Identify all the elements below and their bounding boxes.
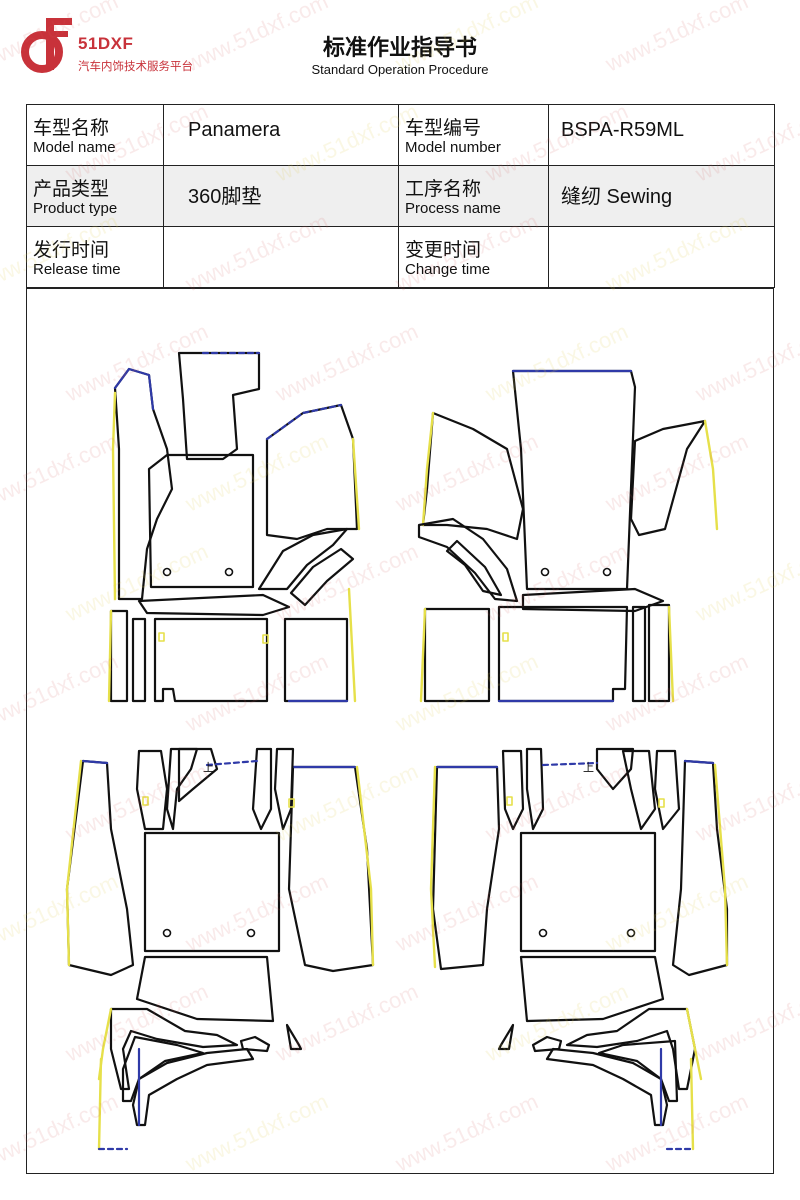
model-name-label-zh: 车型名称 xyxy=(33,117,110,139)
value-cell xyxy=(163,226,399,288)
model-name-value: Panamera xyxy=(188,119,281,141)
change-time-label-en: Change time xyxy=(405,261,491,278)
brand-name: 51DXF xyxy=(78,34,134,53)
value-cell: 缝纫 Sewing xyxy=(548,165,775,227)
page-subtitle: Standard Operation Procedure xyxy=(311,62,489,77)
logo-mark-icon xyxy=(21,18,72,73)
release-time-label-zh: 发行时间 xyxy=(33,239,110,261)
product-type-value: 360脚垫 xyxy=(188,186,262,208)
release-time-label-en: Release time xyxy=(33,261,121,278)
orientation-label: 上 xyxy=(203,761,214,774)
page-title: 标准作业指导书 xyxy=(322,36,477,61)
orientation-label: 上 xyxy=(583,761,594,774)
model-number-label-en: Model number xyxy=(405,139,501,156)
process-name-label-zh: 工序名称 xyxy=(405,178,482,200)
model-name-label-en: Model name xyxy=(33,139,116,156)
value-cell: Panamera xyxy=(163,104,399,166)
pattern-drawing-area: 上 xyxy=(26,288,774,1174)
model-number-value: BSPA-R59ML xyxy=(561,119,685,141)
brand-logo: 51DXF 汽车内饰技术服务平台 xyxy=(20,14,230,76)
front-left-mat-pattern xyxy=(107,351,361,703)
change-time-label-zh: 变更时间 xyxy=(405,239,482,261)
value-cell: 360脚垫 xyxy=(163,165,399,227)
product-type-label-en: Product type xyxy=(33,200,118,217)
process-name-label-en: Process name xyxy=(405,200,501,217)
value-cell: BSPA-R59ML xyxy=(548,104,775,166)
brand-tagline: 汽车内饰技术服务平台 xyxy=(78,59,193,73)
front-right-mat-pattern xyxy=(417,369,719,703)
release-time-value xyxy=(164,227,398,241)
product-type-label-zh: 产品类型 xyxy=(33,178,110,200)
rear-left-mat-pattern: 上 xyxy=(65,747,375,1151)
process-name-value: 缝纫 Sewing xyxy=(561,186,673,208)
model-number-label-zh: 车型编号 xyxy=(405,117,482,139)
change-time-value xyxy=(549,227,774,241)
value-cell xyxy=(548,226,775,288)
rear-right-mat-pattern: 上 xyxy=(429,747,729,1151)
floor-mat-pattern-drawing: 上 xyxy=(65,351,729,1151)
